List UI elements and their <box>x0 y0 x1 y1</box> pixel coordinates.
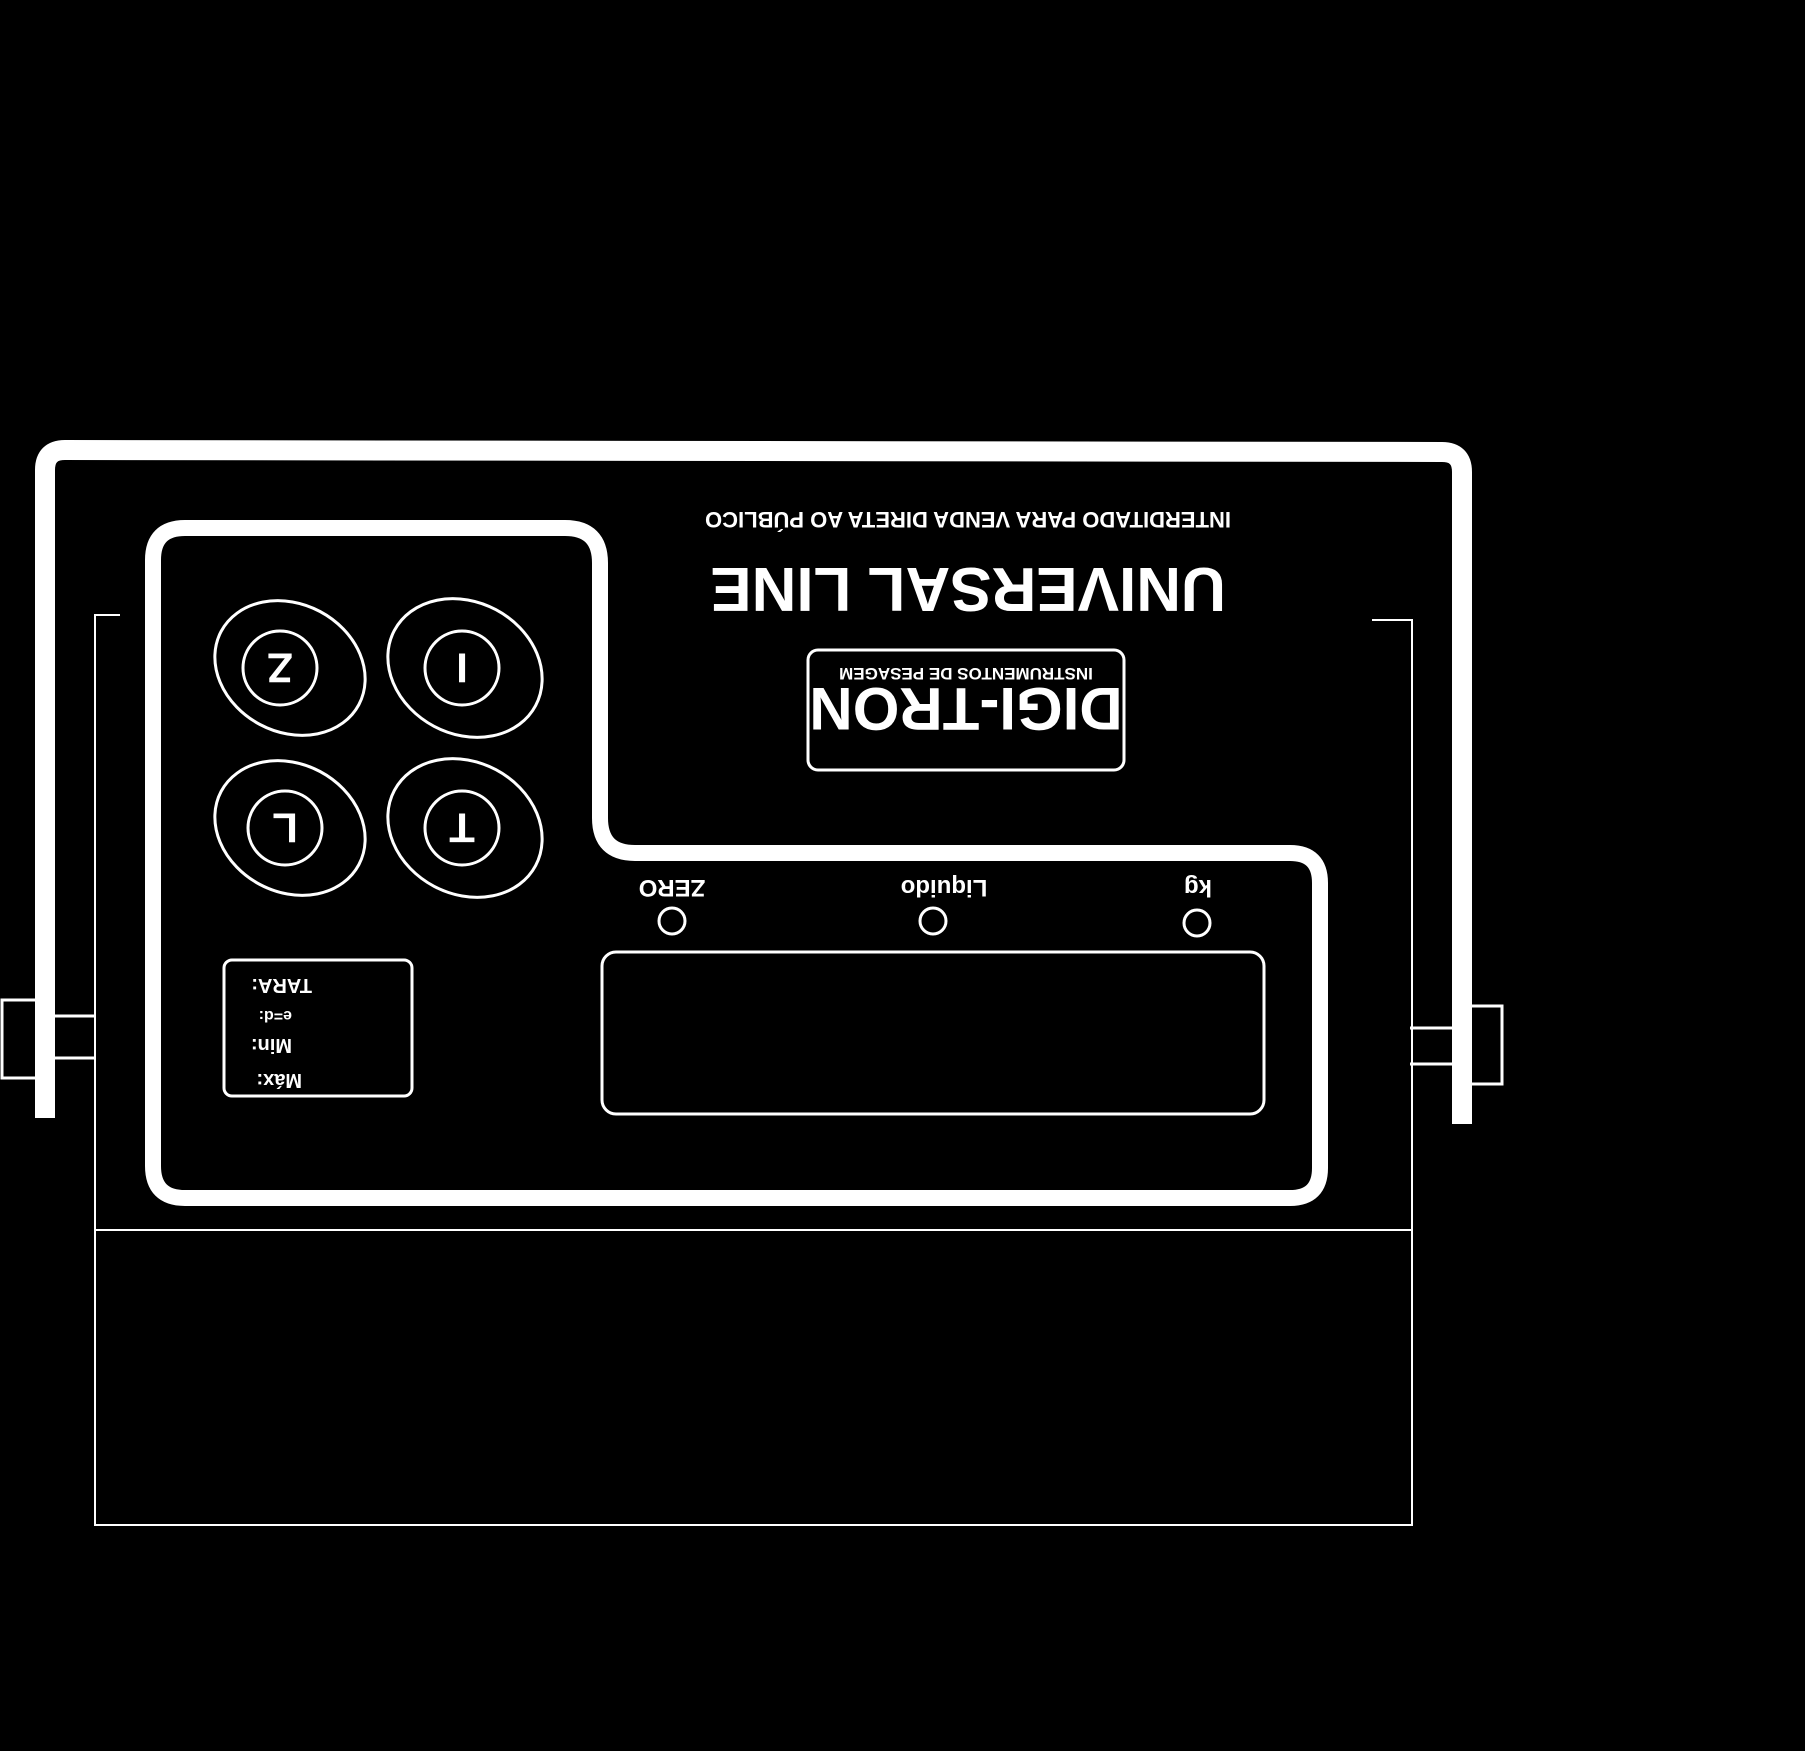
indicator-zero-label: ZERO <box>639 874 706 901</box>
front-panel-outline <box>145 520 1328 1206</box>
key-t-button[interactable]: T <box>363 732 566 924</box>
key-z-button[interactable]: Z <box>191 575 389 761</box>
indicator-liquido: Liquido <box>901 874 988 936</box>
indicator-kg-lamp <box>1182 908 1212 938</box>
spec-plate-line: e=d: <box>259 1007 292 1024</box>
spec-plate: TARA: e=d: Min: Máx: <box>222 958 414 1098</box>
weight-display <box>600 950 1266 1116</box>
key-i-label: I <box>456 645 468 692</box>
support-bracket <box>35 439 1472 1124</box>
key-i-button[interactable]: I <box>363 572 566 764</box>
indicator-zero-lamp <box>657 906 687 936</box>
housing-body <box>94 614 1413 1526</box>
indicator-zero: ZERO <box>639 874 706 936</box>
indicator-lamps: ZERO Liquido kg <box>639 874 1212 938</box>
keypad: Z I L T <box>191 572 566 924</box>
key-z-label: Z <box>267 645 293 692</box>
brand-subtitle: INSTRUMENTOS DE PESAGEM <box>839 664 1093 683</box>
key-l-button[interactable]: L <box>191 735 389 921</box>
header-title: UNIVERSAL LINE <box>710 554 1226 623</box>
brand-name: DIGI-TRON <box>809 675 1122 742</box>
spec-plate-line: TARA: <box>251 974 312 996</box>
key-l-label: L <box>272 805 298 852</box>
indicator-liquido-label: Liquido <box>901 874 988 901</box>
brand-plate: INSTRUMENTOS DE PESAGEM DIGI-TRON <box>806 648 1126 772</box>
spec-plate-line: Máx: <box>256 1069 302 1091</box>
indicator-liquido-lamp <box>918 906 948 936</box>
header-notice: INTERDITADO PARA VENDA DIRETA AO PÚBLICO <box>705 507 1231 532</box>
indicator-kg: kg <box>1182 874 1212 938</box>
spec-plate-line: Min: <box>251 1034 292 1056</box>
key-t-label: T <box>449 805 475 852</box>
indicator-kg-label: kg <box>1184 874 1212 901</box>
